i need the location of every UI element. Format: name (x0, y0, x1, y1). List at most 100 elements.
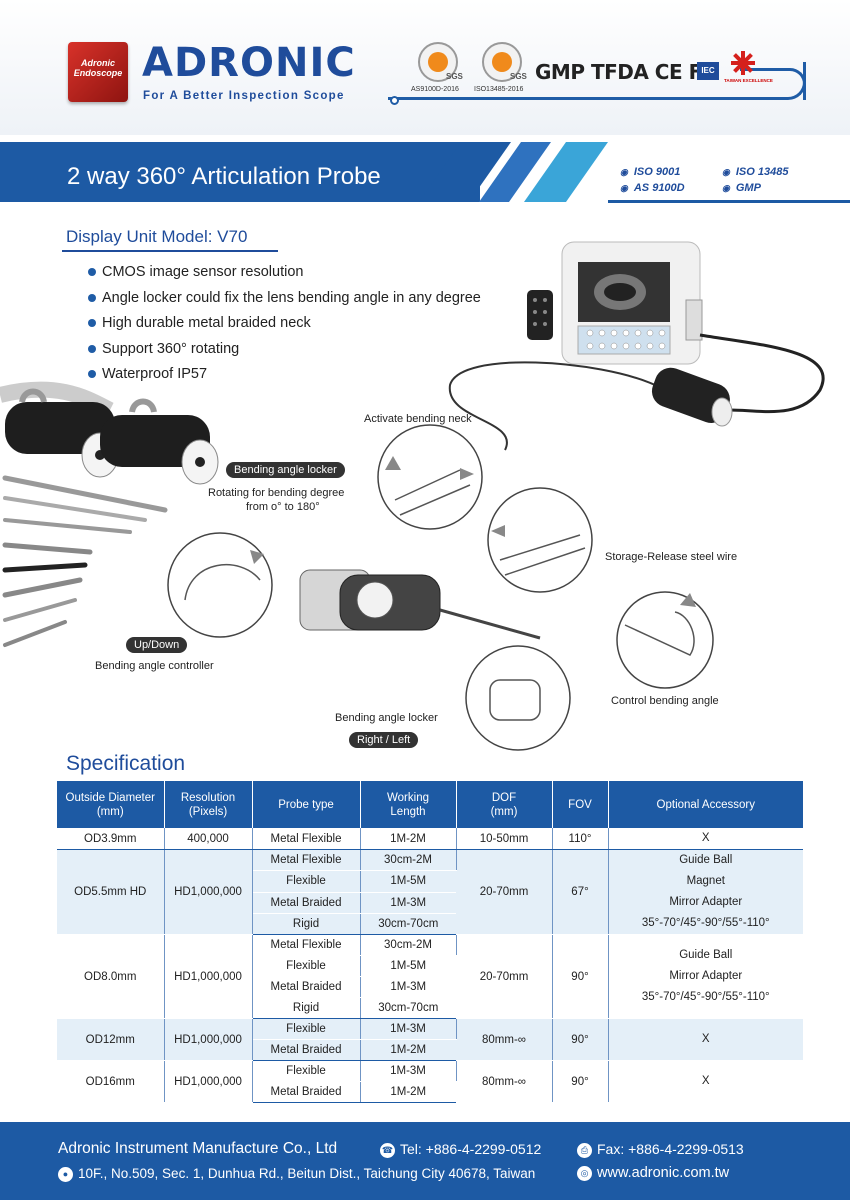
cell-dof: 20-70mm (456, 934, 553, 1019)
remote-control-image (527, 290, 553, 340)
brand-name: ADRONIC (142, 40, 356, 86)
brand-logo: Adronic Endoscope (68, 42, 128, 102)
accessory-item: X (701, 1075, 710, 1087)
fax-icon: ⎙ (577, 1143, 592, 1158)
col-header: DOF(mm) (456, 781, 553, 828)
accessory-item: X (701, 832, 710, 844)
pill-right-left: Right / Left (349, 732, 419, 748)
page-title: 2 way 360° Articulation Probe (67, 163, 381, 190)
phone-icon: ☎ (380, 1143, 395, 1158)
cell-od: OD8.0mm (57, 934, 165, 1019)
cell-probe-type: Metal Flexible (252, 934, 361, 956)
callout-locker: Bending angle locker (335, 712, 438, 724)
accessory-item: 35°-70°/45°-90°/55°-110° (641, 917, 770, 929)
cert-frame-curve (740, 68, 806, 100)
sgs-label: SGS (510, 72, 527, 81)
cell-fov: 110° (552, 828, 609, 850)
page-header: Adronic Endoscope ADRONIC For A Better I… (0, 0, 850, 135)
cell-probe-type: Metal Braided (252, 892, 361, 914)
accessory-item: Guide Ball (679, 949, 733, 961)
globe-icon: ◎ (577, 1166, 592, 1181)
cell-dof: 80mm-∞ (456, 1018, 553, 1061)
iso-item: AS 9100D (620, 182, 685, 194)
cell-working-length: 30cm-2M (360, 934, 457, 956)
product-illustration (0, 241, 825, 751)
footer-website[interactable]: ◎www.adronic.com.tw (577, 1165, 729, 1181)
feature-list: CMOS image sensor resolution Angle locke… (88, 262, 481, 390)
cell-working-length: 1M-3M (360, 1018, 457, 1040)
footer-fax: ⎙Fax: +886-4-2299-0513 (577, 1141, 744, 1158)
cell-probe-type: Rigid (252, 913, 361, 936)
cell-probe-type: Metal Braided (252, 976, 361, 998)
spec-table: Outside Diameter(mm) Resolution(Pixels) … (57, 781, 803, 1103)
cell-od: OD12mm (57, 1018, 165, 1061)
cell-fov: 90° (552, 1060, 609, 1103)
col-header: FOV (552, 781, 609, 828)
feature-item: Angle locker could fix the lens bending … (88, 288, 481, 314)
cell-fov: 90° (552, 1018, 609, 1061)
callout-rotating: Rotating for bending degree (208, 487, 345, 499)
feature-item: Waterproof IP57 (88, 364, 481, 390)
rotation-arrow-icon (250, 456, 696, 607)
callout-rotating-range: from o° to 180° (246, 501, 320, 513)
feature-item: High durable metal braided neck (88, 313, 481, 339)
cell-probe-type: Flexible (252, 955, 361, 977)
cell-dof: 10-50mm (456, 828, 553, 850)
cell-od: OD3.9mm (57, 828, 165, 850)
cell-working-length: 30cm-70cm (360, 997, 456, 1019)
cell-probe-type: Flexible (252, 870, 361, 893)
spec-header-row: Outside Diameter(mm) Resolution(Pixels) … (57, 781, 803, 828)
cell-working-length: 1M-3M (360, 892, 456, 914)
cell-working-length: 1M-2M (360, 1039, 456, 1061)
feature-item: Support 360° rotating (88, 339, 481, 365)
callout-activate: Activate bending neck (364, 413, 472, 425)
iso-item: ISO 13485 (722, 166, 789, 178)
col-header: Outside Diameter(mm) (57, 781, 165, 828)
cell-dof: 20-70mm (456, 849, 553, 935)
feature-item: CMOS image sensor resolution (88, 262, 481, 288)
cell-working-length: 30cm-70cm (360, 913, 456, 936)
cell-probe-type: Metal Flexible (252, 828, 361, 850)
footer-address: ●10F., No.509, Sec. 1, Dunhua Rd., Beitu… (58, 1166, 535, 1182)
display-unit-image (561, 241, 703, 365)
cell-probe-type: Rigid (252, 997, 361, 1019)
iso-item: GMP (722, 182, 761, 194)
sgs-badge-icon (482, 42, 522, 82)
cell-dof: 80mm-∞ (456, 1060, 553, 1103)
taiwan-excellence-icon (731, 51, 755, 75)
cell-working-length: 30cm-2M (360, 849, 457, 872)
title-banner (0, 142, 480, 202)
cell-accessory: X (608, 1060, 803, 1103)
iso-divider (608, 200, 850, 203)
articulation-handle-image (299, 569, 541, 640)
sgs-badge-icon (418, 42, 458, 82)
cell-probe-type: Metal Braided (252, 1039, 361, 1061)
probe-tubes-image (2, 475, 168, 647)
spec-title: Specification (66, 752, 186, 775)
page-footer: Adronic Instrument Manufacture Co., Ltd … (0, 1122, 850, 1200)
accessory-item: Mirror Adapter (669, 896, 743, 908)
pill-up-down: Up/Down (126, 637, 188, 653)
cell-probe-type: Metal Flexible (252, 849, 361, 872)
sgs-standard: ISO13485-2016 (474, 86, 524, 93)
iec-logo: IEC (697, 62, 719, 80)
cell-working-length: 1M-2M (360, 1081, 456, 1103)
cell-working-length: 1M-5M (360, 870, 456, 893)
probe-handle-small-image (651, 367, 733, 427)
cell-fov: 90° (552, 934, 609, 1019)
detail-circles (167, 424, 714, 751)
col-header: Optional Accessory (608, 781, 803, 828)
cell-probe-type: Metal Braided (252, 1081, 361, 1103)
iso-item: ISO 9001 (620, 166, 680, 178)
accessory-item: Magnet (686, 875, 725, 887)
